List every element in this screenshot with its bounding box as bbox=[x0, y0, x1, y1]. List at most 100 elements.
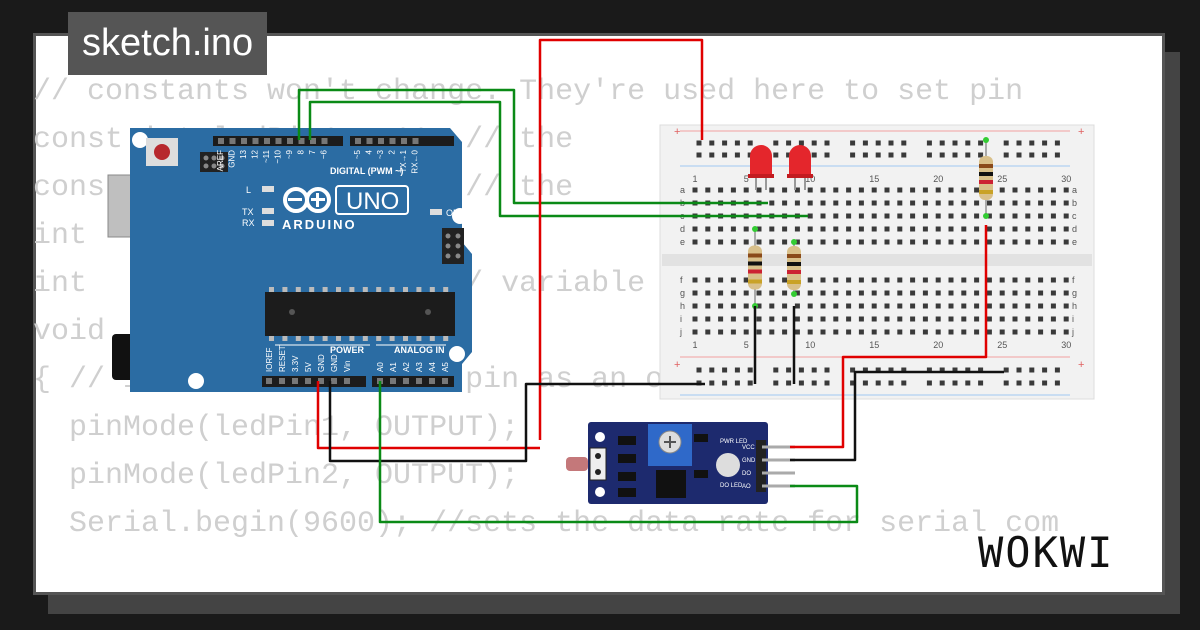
led-tx bbox=[262, 208, 274, 214]
column-number: 5 bbox=[744, 340, 749, 350]
digital-pin[interactable] bbox=[252, 138, 259, 144]
wire-gnd[interactable] bbox=[328, 381, 705, 463]
rx-label: RX bbox=[242, 218, 255, 228]
row-letter: b bbox=[1072, 198, 1077, 208]
power-pin-label: IOREF bbox=[265, 347, 274, 372]
digital-pin[interactable] bbox=[310, 138, 316, 144]
wire-5v[interactable] bbox=[316, 381, 540, 450]
row-letter: i bbox=[680, 314, 682, 324]
digital-pin[interactable] bbox=[378, 138, 384, 144]
analog-pin[interactable] bbox=[403, 378, 409, 384]
analog-pin-label: A0 bbox=[376, 362, 385, 372]
power-pin[interactable] bbox=[292, 378, 298, 384]
digital-pin[interactable] bbox=[229, 138, 236, 144]
arduino-logo-icon bbox=[283, 187, 331, 213]
digital-pin[interactable] bbox=[412, 138, 419, 144]
column-number: 10 bbox=[805, 340, 815, 350]
reset-button-cap[interactable] bbox=[154, 144, 170, 160]
wire-sensor-gnd[interactable] bbox=[790, 370, 1004, 462]
digital-pin-label: ~9 bbox=[285, 149, 294, 159]
column-number: 25 bbox=[997, 340, 1007, 350]
tx-label: TX bbox=[242, 207, 254, 217]
resistor[interactable] bbox=[979, 137, 993, 219]
digital-pin[interactable] bbox=[389, 138, 396, 144]
analog-header bbox=[372, 376, 454, 387]
digital-pin-label: TX→1 bbox=[399, 149, 408, 172]
digital-pins[interactable] bbox=[218, 138, 419, 144]
code-editor: // constants won't change. They're used … bbox=[33, 68, 1059, 548]
power-pin-label: GND bbox=[330, 354, 339, 372]
sensor-header bbox=[756, 440, 766, 492]
digital-pin[interactable] bbox=[275, 138, 282, 144]
digital-pin[interactable] bbox=[241, 138, 247, 144]
column-number: 25 bbox=[997, 174, 1007, 184]
row-letter: f bbox=[680, 275, 683, 285]
row-letter: c bbox=[1072, 211, 1077, 221]
power-pin[interactable] bbox=[344, 378, 350, 384]
digital-pin[interactable] bbox=[218, 138, 224, 144]
digital-pin[interactable] bbox=[401, 138, 407, 144]
digital-pin[interactable] bbox=[298, 138, 305, 144]
wire-pin11[interactable] bbox=[297, 88, 768, 205]
analog-pin[interactable] bbox=[390, 378, 396, 384]
code-line: void bbox=[33, 315, 106, 349]
power-label: POWER bbox=[330, 345, 365, 355]
digital-pin-label: GND bbox=[228, 150, 237, 168]
row-letter: a bbox=[680, 185, 685, 195]
svg-text:+: + bbox=[674, 359, 680, 371]
column-number: 1 bbox=[692, 174, 697, 184]
analog-pin[interactable] bbox=[429, 378, 435, 384]
column-number: 20 bbox=[933, 174, 943, 184]
power-pin-label: 3.3V bbox=[291, 355, 300, 372]
power-pin[interactable] bbox=[331, 378, 337, 384]
analog-pin-label: A3 bbox=[415, 362, 424, 372]
wire-pin10[interactable] bbox=[308, 100, 808, 218]
column-number: 1 bbox=[692, 340, 697, 350]
row-letter: g bbox=[1072, 288, 1077, 298]
row-letter: d bbox=[680, 224, 685, 234]
digital-pin-label: 4 bbox=[365, 149, 374, 154]
digital-pin[interactable] bbox=[287, 138, 293, 144]
breadboard-holes[interactable] bbox=[692, 140, 1069, 386]
led-2[interactable] bbox=[787, 145, 813, 190]
digital-pin-label: ~3 bbox=[376, 149, 385, 159]
power-pin-label: GND bbox=[317, 354, 326, 372]
svg-text:+: + bbox=[674, 126, 680, 138]
digital-pin-label: ~6 bbox=[320, 149, 329, 159]
comparator-chip bbox=[656, 470, 686, 498]
analog-pin[interactable] bbox=[442, 378, 448, 384]
resistor[interactable] bbox=[748, 226, 762, 309]
row-letter: f bbox=[1072, 275, 1075, 285]
column-number: 30 bbox=[1061, 174, 1071, 184]
power-pins[interactable] bbox=[266, 378, 448, 384]
wire-5v-top[interactable] bbox=[538, 38, 704, 440]
analog-pin-label: A4 bbox=[428, 362, 437, 372]
digital-pin-label: 12 bbox=[251, 149, 260, 158]
on-label: ON bbox=[446, 208, 460, 218]
power-pin[interactable] bbox=[266, 378, 272, 384]
resistor[interactable] bbox=[787, 239, 801, 297]
power-pin[interactable] bbox=[279, 378, 285, 384]
led-1[interactable] bbox=[748, 145, 774, 190]
power-pin[interactable] bbox=[305, 378, 311, 384]
power-pin[interactable] bbox=[318, 378, 324, 384]
column-number: 15 bbox=[869, 340, 879, 350]
digital-pin[interactable] bbox=[355, 138, 361, 144]
digital-pin-label: 2 bbox=[388, 149, 397, 154]
wire-sensor-vcc[interactable] bbox=[790, 225, 988, 449]
led-on bbox=[430, 209, 442, 215]
wire-a0[interactable] bbox=[378, 381, 859, 524]
digital-pin[interactable] bbox=[366, 138, 373, 144]
analog-pin[interactable] bbox=[416, 378, 422, 384]
mount-hole bbox=[452, 208, 468, 224]
wires[interactable] bbox=[297, 38, 1004, 524]
l-label: L bbox=[246, 185, 251, 195]
power-pin-label: Vin bbox=[343, 361, 352, 372]
digital-pin-label: RX←0 bbox=[411, 149, 420, 173]
digital-pin[interactable] bbox=[264, 138, 270, 144]
digital-pin[interactable] bbox=[321, 138, 328, 144]
wokwi-logo: WOKWI bbox=[978, 528, 1115, 577]
